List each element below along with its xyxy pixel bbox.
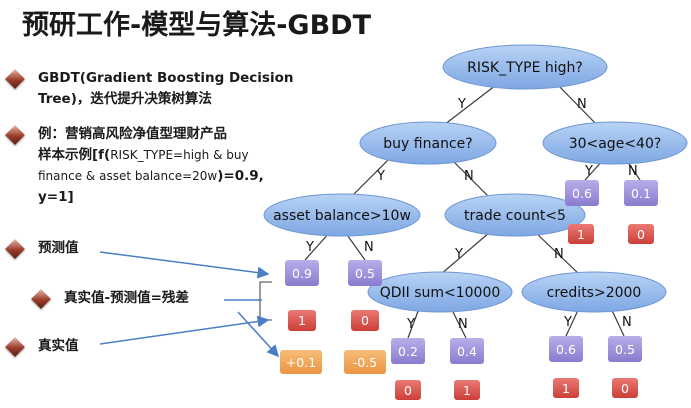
edge-label-no: N xyxy=(554,247,564,262)
leaf-asset-yes-true: 1 xyxy=(298,313,306,328)
edge-label-yes: Y xyxy=(454,247,463,262)
edge-label-yes: Y xyxy=(406,317,415,332)
leaf-credits-yes-true: 1 xyxy=(562,381,570,396)
leaf-age-no: 0.1 0 xyxy=(624,180,658,244)
leaf-credits-yes-pred: 0.6 xyxy=(556,342,576,357)
leaf-asset-no-true: 0 xyxy=(361,313,369,328)
leaf-credits-no-true: 0 xyxy=(621,381,629,396)
node-risk-type: RISK_TYPE high? xyxy=(442,44,608,90)
node-qdii-label: QDII sum<10000 xyxy=(380,285,501,301)
node-asset-balance: asset balance>10w xyxy=(263,193,421,237)
node-credits-label: credits>2000 xyxy=(547,285,642,301)
leaf-asset-yes-residual: +0.1 xyxy=(286,355,316,370)
bullet-gbdt-line2: Tree)，迭代提升决策树算法 xyxy=(38,91,212,107)
bullet-example-line4: y=1] xyxy=(38,189,74,205)
leaf-asset-yes: 0.9 1 +0.1 xyxy=(280,260,322,374)
bullet-example-line1: 例：营销高风险净值型理财产品 xyxy=(38,126,227,142)
leaf-qdii-no-true: 1 xyxy=(463,383,471,398)
bullet-example-line2: 样本示例[f(RISK_TYPE=high & buy xyxy=(38,147,249,163)
edge-label-no: N xyxy=(622,315,632,330)
node-trade-count: trade count<5 xyxy=(444,193,586,237)
node-trade-count-label: trade count<5 xyxy=(464,208,566,224)
bullet-example-line3: finance & asset balance=20w)=0.9, xyxy=(38,168,264,184)
edge-label-no: N xyxy=(628,164,638,179)
label-residual: 真实值-预测值=残差 xyxy=(64,290,189,306)
node-buy-finance: buy finance? xyxy=(359,121,497,165)
leaf-age-yes-pred: 0.6 xyxy=(572,186,592,201)
node-risk-type-label: RISK_TYPE high? xyxy=(467,60,583,76)
leaf-qdii-yes-true: 0 xyxy=(404,383,412,398)
leaf-asset-no: 0.5 0 -0.5 xyxy=(344,260,386,374)
edge-label-no: N xyxy=(364,240,374,255)
edge-label-yes: Y xyxy=(376,169,385,184)
leaf-asset-no-residual: -0.5 xyxy=(353,355,377,370)
residual-bracket xyxy=(259,281,272,321)
leaf-asset-no-pred: 0.5 xyxy=(355,266,375,281)
node-qdii: QDII sum<10000 xyxy=(367,271,513,313)
node-asset-balance-label: asset balance>10w xyxy=(273,208,411,224)
node-credits: credits>2000 xyxy=(521,271,667,313)
node-age: 30<age<40? xyxy=(542,121,688,165)
leaf-age-yes: 0.6 1 xyxy=(565,180,599,244)
page-title: 预研工作-模型与算法-GBDT xyxy=(22,10,371,41)
edge-label-yes: Y xyxy=(457,97,466,112)
leaf-age-no-true: 0 xyxy=(637,227,645,242)
edge-label-no: N xyxy=(464,169,474,184)
leaf-qdii-no: 0.4 1 xyxy=(450,338,484,400)
leaf-qdii-yes: 0.2 0 xyxy=(391,338,425,400)
leaf-qdii-yes-pred: 0.2 xyxy=(398,344,418,359)
node-age-label: 30<age<40? xyxy=(569,136,662,152)
arrow-residual xyxy=(237,311,280,358)
edge-label-yes: Y xyxy=(584,164,593,179)
edge-labels: Y N Y N Y N Y N Y N Y N Y N xyxy=(305,97,638,332)
bullet-example: 例：营销高风险净值型理财产品 样本示例[f(RISK_TYPE=high & b… xyxy=(38,124,264,208)
leaf-age-yes-true: 1 xyxy=(577,227,585,242)
edge-label-yes: Y xyxy=(563,315,572,330)
arrow-true xyxy=(99,315,270,345)
arrow-predicted xyxy=(99,251,270,279)
node-buy-finance-label: buy finance? xyxy=(383,136,472,152)
leaf-asset-yes-pred: 0.9 xyxy=(292,266,312,281)
label-true: 真实值 xyxy=(38,338,79,354)
label-predicted: 预测值 xyxy=(38,240,79,256)
edge-label-no: N xyxy=(458,317,468,332)
edge-label-no: N xyxy=(577,97,587,112)
leaf-credits-no-pred: 0.5 xyxy=(615,342,635,357)
bullet-gbdt-line1: GBDT(Gradient Boosting Decision xyxy=(38,70,294,86)
leaf-qdii-no-pred: 0.4 xyxy=(457,344,477,359)
edge-label-yes: Y xyxy=(305,240,314,255)
leaf-credits-yes: 0.6 1 xyxy=(549,336,583,398)
leaf-age-no-pred: 0.1 xyxy=(631,186,651,201)
tree-edges xyxy=(304,81,641,339)
bullet-gbdt: GBDT(Gradient Boosting Decision Tree)，迭代… xyxy=(38,68,294,110)
leaf-credits-no: 0.5 0 xyxy=(608,336,642,398)
